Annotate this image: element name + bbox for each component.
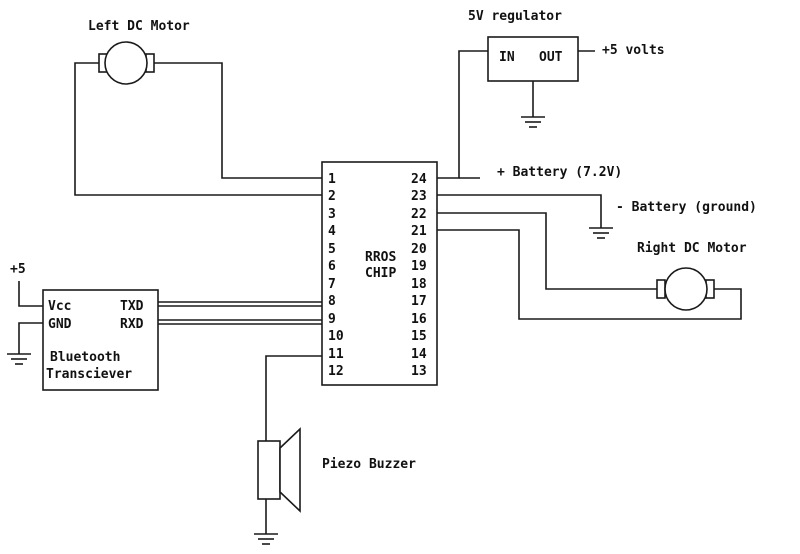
battery-plus-label: + Battery (7.2V)	[497, 165, 622, 180]
chip-left-pins: 1 2 3 4 5 6 7 8 9 10 11 12	[328, 172, 344, 379]
bluetooth-ground-symbol	[7, 353, 31, 365]
piezo-label: Piezo Buzzer	[322, 457, 416, 472]
right-motor-brush-left	[656, 279, 666, 299]
bluetooth-name-line1: Bluetooth	[50, 350, 120, 365]
wire-vcc-supply	[18, 281, 43, 307]
bluetooth-rxd-label: RXD	[120, 317, 144, 332]
rros-chip: RROS CHIP 1 2 3 4 5 6 7 8 9 10 11 12 24 …	[321, 161, 438, 386]
battery-minus-label: - Battery (ground)	[616, 200, 757, 215]
chip-body	[321, 161, 438, 386]
regulator-body	[487, 36, 579, 82]
chip-pin-label: 20	[411, 242, 427, 257]
chip-pin-label: 11	[328, 347, 344, 362]
right-motor: Right DC Motor	[637, 241, 747, 311]
chip-pin-label: 7	[328, 277, 336, 292]
bluetooth-vcc-label: Vcc	[48, 299, 71, 314]
chip-pin-label: 12	[328, 364, 344, 379]
chip-pin-label: 18	[411, 277, 427, 292]
bluetooth-body	[42, 289, 159, 391]
piezo-buzzer	[257, 427, 301, 513]
chip-pin-label: 24	[411, 172, 427, 187]
wire-pin11-to-buzzer	[265, 355, 322, 441]
wire-gnd-to-ground	[18, 322, 43, 354]
regulator-out-label: OUT	[539, 50, 563, 65]
chip-pin-label: 22	[411, 207, 427, 222]
bluetooth-gnd-label: GND	[48, 317, 72, 332]
left-motor: Left DC Motor	[88, 19, 190, 85]
chip-pin-label: 19	[411, 259, 427, 274]
regulator-in-label: IN	[499, 50, 515, 65]
chip-pin-label: 21	[411, 224, 427, 239]
left-motor-label: Left DC Motor	[88, 19, 190, 34]
wire-left-motor-to-pin1	[154, 62, 322, 179]
chip-pin-label: 3	[328, 207, 336, 222]
chip-pin-label: 4	[328, 224, 336, 239]
right-motor-label: Right DC Motor	[637, 241, 747, 256]
left-motor-body	[104, 41, 148, 85]
wire-pin24-to-regulator	[437, 50, 488, 179]
chip-pin-label: 15	[411, 329, 427, 344]
chip-pin-label: 13	[411, 364, 427, 379]
voltage-regulator: 5V regulator IN OUT +5 volts	[468, 9, 665, 82]
chip-name-line1: RROS	[365, 250, 396, 265]
wire-pin21-to-right-motor	[437, 229, 742, 320]
chip-pin-label: 9	[328, 312, 336, 327]
chip-pin-label: 2	[328, 189, 336, 204]
chip-name-line2: CHIP	[365, 266, 396, 281]
piezo-body	[257, 440, 281, 500]
regulator-ground-symbol	[521, 116, 545, 128]
chip-pin-label: 1	[328, 172, 336, 187]
chip-pin-label: 17	[411, 294, 427, 309]
bluetooth-txd-label: TXD	[120, 299, 144, 314]
regulator-title: 5V regulator	[468, 9, 562, 24]
buzzer-ground-symbol	[254, 533, 278, 545]
chip-pin-label: 16	[411, 312, 427, 327]
right-motor-body	[664, 267, 708, 311]
bluetooth-transceiver: Vcc GND TXD RXD Bluetooth Transciever	[42, 289, 159, 391]
plus-5-volts-label: +5 volts	[602, 43, 665, 58]
chip-right-pins: 24 23 22 21 20 19 18 17 16 15 14 13	[411, 172, 427, 379]
chip-pin-label: 5	[328, 242, 336, 257]
piezo-horn	[279, 427, 301, 513]
chip-pin-label: 23	[411, 189, 427, 204]
chip-pin-label: 6	[328, 259, 336, 274]
wire-pin22-to-right-motor	[437, 212, 657, 290]
bluetooth-name-line2: Transciever	[46, 367, 132, 382]
plus-5-label: +5	[10, 262, 26, 277]
chip-pin-label: 10	[328, 329, 344, 344]
chip-pin-label: 14	[411, 347, 427, 362]
wire-pin23-to-ground	[437, 194, 602, 228]
chip-pin-label: 8	[328, 294, 336, 309]
battery-ground-symbol	[589, 227, 613, 239]
wire-left-motor-to-pin2	[74, 62, 322, 196]
